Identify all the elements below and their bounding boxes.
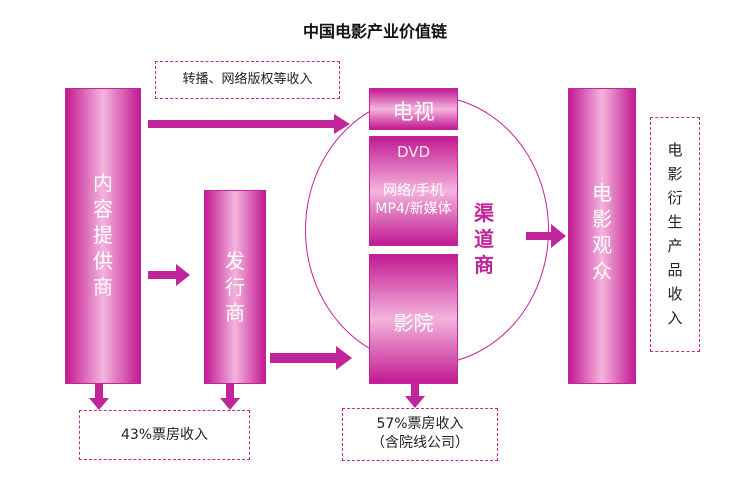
audience-label: 电影观众	[592, 181, 612, 283]
dvd-label: DVD	[396, 143, 431, 161]
distributor-box	[204, 190, 266, 384]
box-office-43-text: 43%票房收入	[120, 427, 209, 443]
box-office-57-note: 57%票房收入 （含院线公司）	[342, 408, 498, 461]
arrow-distributor-down	[220, 384, 240, 410]
cinema-box	[369, 254, 458, 384]
content-provider-box	[65, 88, 141, 384]
arrow-channel-to-audience	[526, 224, 566, 248]
derivative-income-text: 电影衍生产品收入	[667, 141, 683, 327]
arrow-provider-down	[89, 384, 109, 410]
channel-label: 渠道商	[474, 201, 494, 277]
distributor-label: 发行商	[225, 249, 245, 325]
content-provider-label: 内容提供商	[93, 171, 113, 299]
copyright-income-text: 转播、网络版权等收入	[182, 72, 313, 87]
cinema-label: 影院	[393, 311, 434, 335]
arrow-provider-to-distributor	[148, 264, 190, 286]
tv-label: 电视	[392, 100, 435, 124]
copyright-income-note: 转播、网络版权等收入	[155, 61, 340, 99]
dvd-box	[369, 136, 458, 246]
network-label: 网络/手机MP4/新媒体	[375, 183, 452, 217]
box-office-57-line1: 57%票房收入	[376, 416, 464, 432]
derivative-income-note: 电影衍生产品收入	[650, 117, 700, 352]
arrow-cinema-down	[405, 384, 425, 408]
audience-box	[568, 88, 636, 384]
diagram-title: 中国电影产业价值链	[302, 22, 447, 41]
box-office-43-note: 43%票房收入	[79, 410, 250, 460]
box-office-57-line2: （含院线公司）	[371, 435, 469, 451]
arrow-distributor-to-cinema	[270, 346, 352, 370]
tv-box	[369, 88, 458, 130]
arrow-provider-to-tv	[148, 114, 350, 134]
